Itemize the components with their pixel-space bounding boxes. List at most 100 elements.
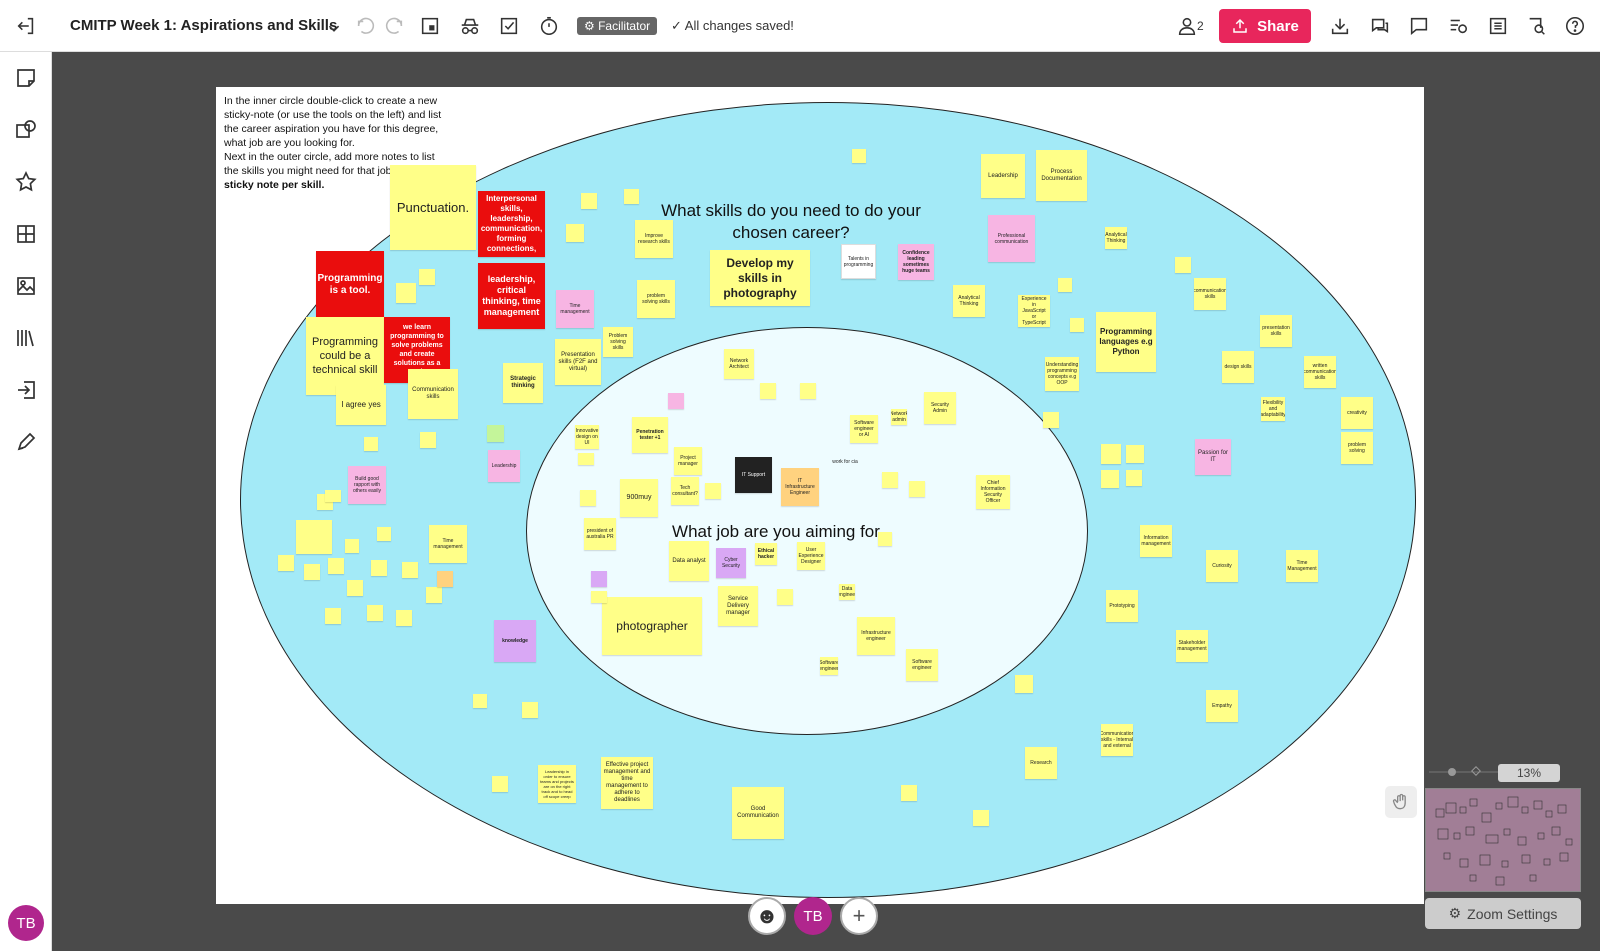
sticky-note[interactable]: Time management <box>556 290 594 328</box>
frame-icon[interactable] <box>418 14 442 38</box>
sticky-note[interactable]: Software engineer <box>906 649 938 681</box>
sticky-note[interactable] <box>901 785 917 801</box>
sticky-note[interactable]: Research <box>1025 747 1057 779</box>
sticky-note[interactable] <box>591 571 607 587</box>
sticky-note[interactable] <box>419 269 435 285</box>
sticky-note[interactable]: Strategic thinking <box>503 363 543 403</box>
board-title[interactable]: CMITP Week 1: Aspirations and Skills <box>70 17 338 34</box>
sticky-note[interactable]: Empathy <box>1206 690 1238 722</box>
sticky-note[interactable]: Talents in programming <box>841 244 876 279</box>
sticky-note[interactable]: Presentation skills (F2F and virtual) <box>555 339 601 385</box>
sticky-note[interactable] <box>581 193 597 209</box>
sticky-note[interactable]: Time Management <box>1286 550 1318 582</box>
sticky-note[interactable]: problem solving skills <box>637 280 675 318</box>
sticky-note[interactable] <box>852 149 866 163</box>
grid-icon[interactable] <box>14 222 38 246</box>
sticky-note[interactable]: Cyber Security <box>716 548 746 578</box>
sticky-note[interactable]: Software engineer <box>820 657 838 675</box>
sticky-note[interactable] <box>473 694 487 708</box>
sticky-note[interactable] <box>371 560 387 576</box>
sticky-note[interactable]: Time management <box>429 525 467 563</box>
sticky-note[interactable] <box>705 483 721 499</box>
add-participant-button[interactable]: + <box>840 897 878 935</box>
board-canvas[interactable]: In the inner circle double-click to crea… <box>216 87 1424 904</box>
sticky-note[interactable] <box>1015 675 1033 693</box>
sticky-note[interactable] <box>878 532 892 546</box>
sticky-note[interactable] <box>1101 470 1119 488</box>
exit-board-icon[interactable] <box>14 14 38 38</box>
zoom-percent[interactable]: 13% <box>1498 764 1560 782</box>
sticky-note[interactable] <box>760 383 776 399</box>
sticky-note[interactable]: IT Infrastructure Engineer <box>781 468 819 506</box>
sticky-note[interactable]: Problem solving skills <box>603 327 633 357</box>
sticky-note[interactable] <box>800 383 816 399</box>
sticky-note[interactable]: Analytical Thinking <box>1105 227 1127 249</box>
sticky-note[interactable]: Project manager <box>674 447 702 475</box>
sticky-note[interactable]: Professional communication <box>988 215 1035 262</box>
download-icon[interactable] <box>1328 14 1352 38</box>
sticky-note[interactable] <box>1126 470 1142 486</box>
sticky-note[interactable]: Curiosity <box>1206 550 1238 582</box>
hand-tool-button[interactable] <box>1385 786 1417 818</box>
sticky-note[interactable]: Network Architect <box>724 349 754 379</box>
sticky-note[interactable] <box>909 481 925 497</box>
sticky-note[interactable]: Understanding programming concepts e.g O… <box>1045 357 1079 391</box>
sticky-note[interactable] <box>426 587 442 603</box>
sticky-note[interactable]: Infrastructure engineer <box>857 617 895 655</box>
sticky-note[interactable]: Communication skills - Internal and exte… <box>1101 724 1133 756</box>
sticky-note[interactable] <box>377 527 391 541</box>
sticky-note[interactable] <box>882 472 898 488</box>
star-icon[interactable] <box>14 170 38 194</box>
sticky-note[interactable] <box>325 490 341 502</box>
sticky-note[interactable] <box>437 571 453 587</box>
sticky-note[interactable] <box>396 610 412 626</box>
sticky-note[interactable] <box>347 580 363 596</box>
sticky-note[interactable]: Data engineer <box>839 584 855 600</box>
sticky-note[interactable]: Innovative design on UI <box>575 425 599 449</box>
sticky-note[interactable]: User Experience Designer <box>797 542 825 570</box>
sticky-note[interactable]: Software engineer or AI <box>850 415 878 443</box>
sticky-note[interactable]: Data analyst <box>669 541 709 581</box>
sticky-note[interactable] <box>296 520 332 554</box>
sticky-note[interactable]: knowledge <box>494 620 536 662</box>
redo-icon[interactable] <box>382 14 406 38</box>
sticky-note[interactable] <box>1070 318 1084 332</box>
sticky-note[interactable] <box>777 589 793 605</box>
sticky-note[interactable] <box>522 702 538 718</box>
sticky-note[interactable] <box>402 562 418 578</box>
sticky-note[interactable] <box>304 564 320 580</box>
sticky-note[interactable] <box>578 453 594 465</box>
sticky-note[interactable] <box>580 490 596 506</box>
users-icon[interactable] <box>1175 14 1199 38</box>
sticky-note[interactable]: Information management <box>1140 525 1172 557</box>
import-icon[interactable] <box>14 378 38 402</box>
sticky-note[interactable]: Programming could be a technical skill <box>306 317 384 395</box>
sticky-note[interactable]: photographer <box>602 597 702 655</box>
sticky-note[interactable]: Security Admin <box>924 392 956 424</box>
sticky-note[interactable]: Penetration tester +1 <box>632 417 668 453</box>
incognito-icon[interactable] <box>458 14 482 38</box>
sticky-note[interactable]: Leadership <box>981 154 1025 198</box>
emoji-reaction-button[interactable]: ☻ <box>748 897 786 935</box>
sticky-note[interactable] <box>325 608 341 624</box>
sticky-note-icon[interactable] <box>14 66 38 90</box>
sticky-note[interactable]: president of australia PR <box>584 518 616 550</box>
shapes-icon[interactable] <box>14 118 38 142</box>
sticky-note[interactable]: creativity <box>1341 397 1373 429</box>
sticky-note[interactable]: communication skills <box>1194 278 1226 310</box>
sticky-note[interactable] <box>566 224 584 242</box>
sticky-note[interactable] <box>364 437 378 451</box>
sticky-note[interactable] <box>624 189 639 204</box>
sticky-note[interactable] <box>1101 444 1121 464</box>
sticky-note[interactable]: Build good rapport with others easily <box>348 466 386 504</box>
sticky-note[interactable]: IT Support <box>735 457 772 493</box>
timer-icon[interactable] <box>537 14 561 38</box>
sticky-note[interactable] <box>1043 412 1059 428</box>
comment-icon[interactable] <box>1407 14 1431 38</box>
facilitator-badge[interactable]: ⚙ Facilitator <box>577 17 658 35</box>
outline-icon[interactable] <box>1486 14 1510 38</box>
sticky-note[interactable]: Tech consultant? <box>671 477 699 505</box>
share-button[interactable]: Share <box>1219 9 1311 43</box>
sticky-note[interactable]: leadership, critical thinking, time mana… <box>478 263 545 329</box>
presence-avatar[interactable]: TB <box>794 897 832 935</box>
